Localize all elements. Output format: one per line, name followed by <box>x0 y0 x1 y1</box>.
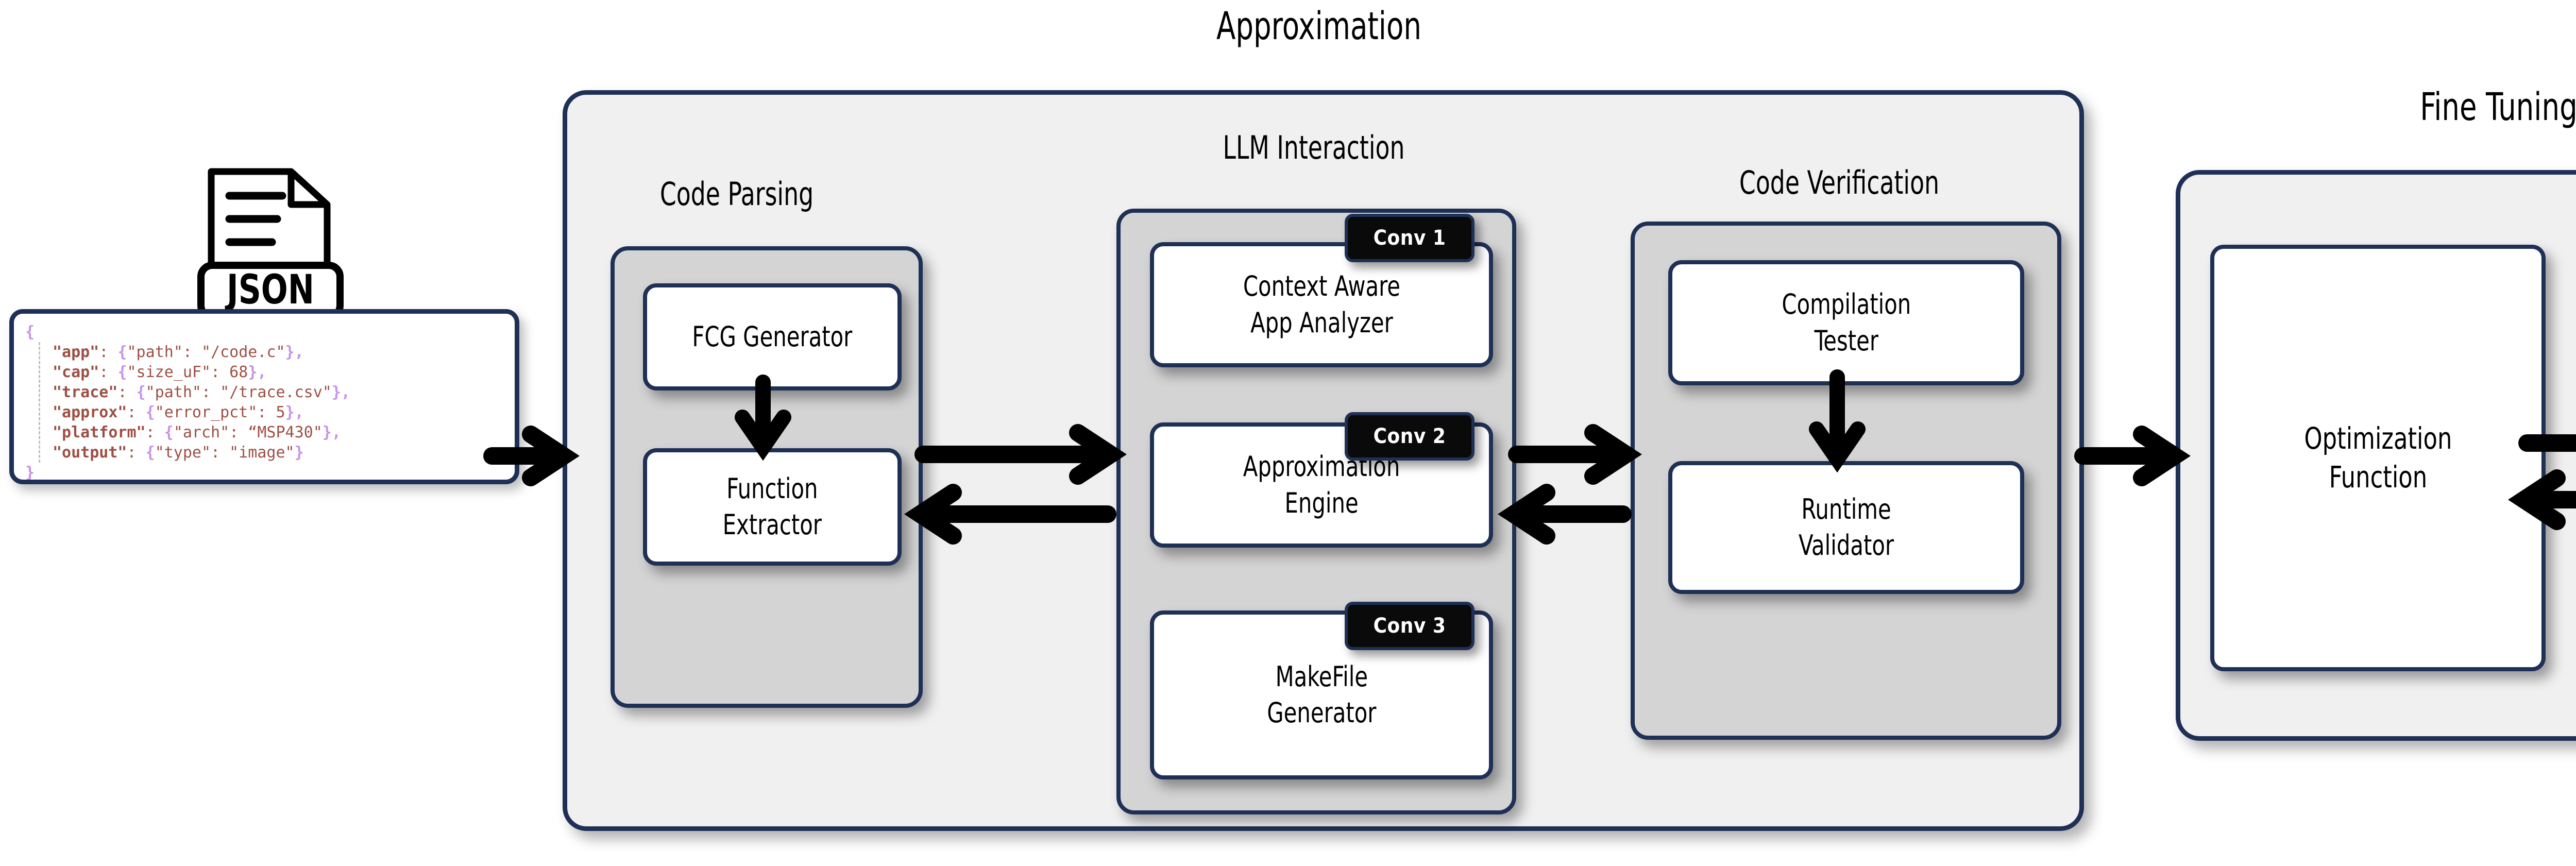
node-label-context-aware-app-analyzer: Context Aware App Analyzer <box>1243 270 1400 339</box>
group-title-llm-interaction: LLM Interaction <box>1223 129 1405 166</box>
node-optimization-function[interactable]: Optimization Function <box>2210 245 2546 671</box>
node-runtime-validator[interactable]: Runtime Validator <box>1668 461 2024 594</box>
phase-title-fine-tuning: Fine Tuning <box>2420 85 2576 129</box>
json-config-line: "trace": {"path": "/trace.csv"}, <box>53 383 350 401</box>
json-config-box: { "app": {"path": "/code.c"}, "cap": {"si… <box>9 309 519 484</box>
node-label-approximation-engine: Approximation Engine <box>1243 450 1400 519</box>
node-label-runtime-validator: Runtime Validator <box>1798 493 1894 562</box>
badge-conv-2: Conv 2 <box>1345 412 1475 461</box>
json-file-icon: JSON <box>197 168 344 320</box>
node-label-compilation-tester: Compilation Tester <box>1782 288 1911 357</box>
badge-conv-1: Conv 1 <box>1345 214 1475 262</box>
json-config-lines: "app": {"path": "/code.c"}, "cap": {"size… <box>39 342 504 463</box>
node-label-fcg-generator: FCG Generator <box>692 320 853 353</box>
json-open-brace: { <box>25 323 35 341</box>
node-function-extractor[interactable]: Function Extractor <box>643 448 902 566</box>
node-label-function-extractor: Function Extractor <box>722 472 822 541</box>
node-compilation-tester[interactable]: Compilation Tester <box>1668 260 2024 385</box>
json-close-brace: } <box>25 464 35 482</box>
arrow-approximation-to-finetuning <box>2074 434 2175 478</box>
group-title-code-verification: Code Verification <box>1739 164 1940 201</box>
node-label-makefile-generator: MakeFile Generator <box>1266 660 1377 729</box>
svg-text:JSON: JSON <box>225 267 314 313</box>
json-config-line: "app": {"path": "/code.c"}, <box>53 343 304 361</box>
node-fcg-generator[interactable]: FCG Generator <box>643 283 902 390</box>
json-config-line: "approx": {"error_pct": 5}, <box>53 403 304 421</box>
node-context-aware-app-analyzer[interactable]: Context Aware App Analyzer <box>1150 242 1493 367</box>
badge-conv-3: Conv 3 <box>1345 602 1475 650</box>
phase-title-approximation: Approximation <box>1216 4 1421 48</box>
group-title-code-parsing: Code Parsing <box>659 175 814 213</box>
json-config-line: "platform": {"arch": “MSP430"}, <box>53 423 341 442</box>
json-config-line: "cap": {"size_uF": 68}, <box>53 363 267 381</box>
node-label-optimization-function: Optimization Function <box>2303 420 2452 495</box>
json-config-line: "output": {"type": "image"} <box>53 444 304 462</box>
